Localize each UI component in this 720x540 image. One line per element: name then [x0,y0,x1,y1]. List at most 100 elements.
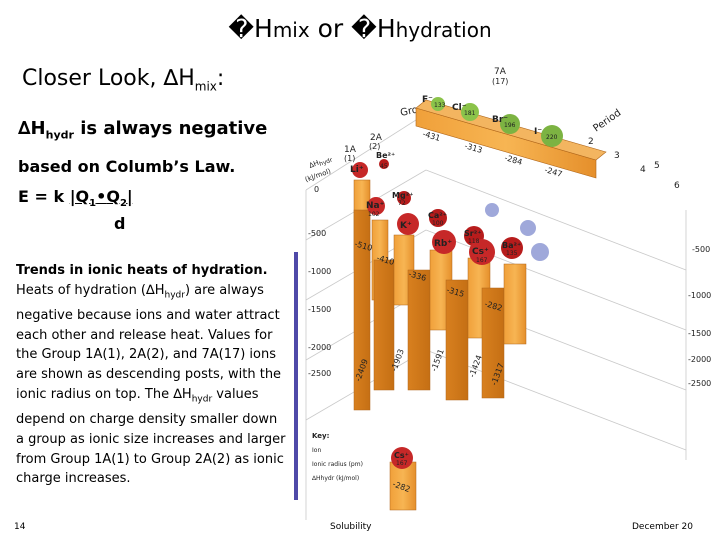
cation-post [445,279,469,401]
footer-date: December 20 [632,522,693,532]
caption-body-a: Heats of hydration (∆H [16,282,165,298]
cation-post [353,209,371,411]
period-number: 5 [654,161,660,171]
cation-radius: 45 [380,163,388,170]
halide-ion-label: Cl⁻ [452,103,467,113]
cation-post [503,263,527,345]
cation-radius: 72 [398,200,406,207]
cation-label: Sr²⁺ [464,229,481,238]
group-2a-num: (2) [369,142,380,151]
left-tick: 0 [314,185,319,194]
statement-line-2: based on Columb’s Law. [18,157,236,176]
cation-label: Rb⁺ [434,239,452,249]
period-axis-label: Period [591,108,623,135]
y-axis-label-2: hydr [318,156,334,167]
caption-body-b: ) are always negative because ions and w… [16,282,282,402]
key-heading: Key: [312,432,330,440]
anion-marker [485,203,499,217]
hydration-figure: Group Period 7A (17) 1A (1) 2A (2) ∆H hy… [304,67,711,520]
title-h-2: H [376,14,396,43]
cation-post [407,269,431,391]
halide-ion-label: Br⁻ [492,115,508,125]
slide-subtitle: Closer Look, ∆Hmix: [22,66,224,93]
cation-radius: 135 [506,250,518,257]
cation-marker [429,209,447,227]
cation-marker [432,230,456,254]
equation-bar: | [126,187,133,206]
right-tick: -1500 [688,329,711,338]
cation-label: Mg²⁺ [392,191,413,200]
cation-radius: 100 [432,220,444,227]
footer-topic: Solubility [330,522,372,532]
title-sub-1: mix [272,18,310,42]
subtitle-lead: Closer Look, [22,66,164,91]
cation-label: Ba²⁺ [502,241,521,250]
footer-page-number: 14 [14,522,26,532]
cation-radius: 167 [476,257,488,264]
caption-title: Trends in ionic heats of hydration. [16,263,268,278]
right-tick: -2000 [688,355,711,364]
statement-h-sub: hydr [45,128,74,142]
halide-row: F⁻ 133 Cl⁻ 181 Br⁻ 196 I⁻ 220 -431 -313 … [415,95,607,179]
statement-line-1: ∆Hhydr is always negative [18,118,267,142]
cation-label: Li⁺ [350,165,364,175]
cation-marker [397,213,419,235]
slide-title: �Hmix or �Hhydration [0,14,720,43]
statement-h: H [30,118,46,139]
y-axis-label-1: ∆H [307,159,320,170]
equation-q1-sub: 1 [89,198,97,210]
group-1a-num: (1) [344,154,355,163]
figure-key: Key: Ion Ionic radius (pm) ∆Hhydr (kJ/mo… [311,432,417,511]
coulomb-equation: E = k |Q1•Q2| [18,187,133,209]
subtitle-sub: mix [194,79,217,94]
period-numbers: 2 3 4 5 6 [588,137,680,191]
halide-ion-label: F⁻ [422,95,433,105]
grid-line [425,169,687,271]
cation-label: Na⁺ [366,201,385,211]
title-sub-2: hydration [395,18,492,42]
cation-label: Cs⁺ [472,247,489,257]
left-tick: -500 [308,229,326,238]
subtitle-colon: : [216,66,225,91]
subtitle-delta: ∆ [163,66,179,91]
caption-body-c: values depend on charge density smaller … [16,386,286,487]
halide-radius-label: 220 [546,134,558,141]
key-sample-ion: Cs⁺ [394,451,409,460]
cation-marker [367,197,385,215]
title-symbol-2: � [351,14,377,43]
group-2a-label: 2A [370,133,383,143]
figure-caption: Trends in ionic heats of hydration. Heat… [16,261,286,489]
title-connector: or [317,14,344,43]
left-ticks: 0 -500 -1000 -1500 -2000 -2500 [308,185,331,378]
key-sample-marker [391,447,413,469]
cation-posts: Li⁺ Be²⁺ 45 Na⁺ 102 Mg²⁺ 72 K⁺ Ca²⁺ 100 … [350,151,549,411]
period-number: 2 [588,137,594,147]
right-tick: -500 [692,245,710,254]
halide-ion-marker [431,97,445,111]
subtitle-h: H [178,66,195,91]
cation-label: Be²⁺ [376,151,395,160]
statement-delta: ∆ [18,118,31,139]
cation-marker [379,159,389,169]
right-ticks: -500 -1000 -1500 -2000 -2500 [688,245,711,388]
equation-q1: |Q [69,187,90,206]
period-number: 3 [614,151,620,161]
cation-marker [397,191,411,205]
key-sample-post [389,461,417,511]
y-axis-label-3: (kJ/mol) [304,167,332,184]
halide-ion-marker [461,103,479,121]
cation-label: K⁺ [400,221,412,231]
group-7a-label: 7A [494,67,507,77]
equation-q2: Q [106,187,120,206]
period-number: 4 [640,165,646,175]
title-symbol-1: � [228,14,254,43]
key-sample-radius: 167 [396,460,408,467]
cation-value: -1424 [467,354,483,379]
halide-ion-label: I⁻ [534,127,542,137]
cation-radius: 118 [468,238,480,245]
caption-side-bar [294,252,298,500]
halide-ion-marker [541,125,563,147]
key-row-value: ∆Hhydr (kJ/mol) [311,475,359,482]
equation-prefix: E = k [18,187,70,206]
key-row-radius: Ionic radius (pm) [312,461,363,468]
